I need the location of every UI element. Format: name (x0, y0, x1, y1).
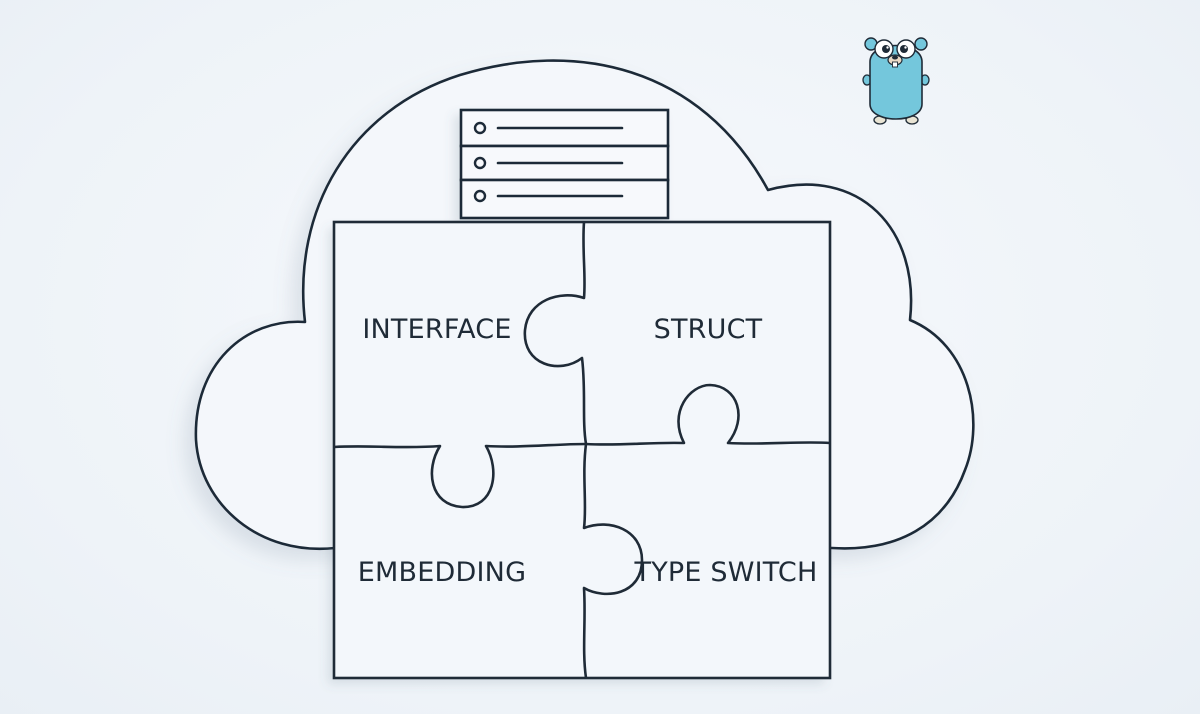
puzzle-seam-right (585, 383, 831, 446)
puzzle-seam-bottom (582, 443, 644, 679)
puzzle-frame (332, 220, 832, 680)
puzzle-seam-left (333, 442, 587, 509)
go-gopher-icon (862, 37, 930, 125)
piece-label-struct: STRUCT (654, 314, 763, 345)
piece-label-type-switch: TYPE SWITCH (634, 557, 818, 588)
puzzle-seam-top (523, 221, 588, 445)
server-rack-icon (459, 108, 670, 220)
puzzle-board (334, 222, 830, 678)
piece-label-embedding: EMBEDDING (358, 557, 526, 588)
piece-label-interface: INTERFACE (362, 314, 511, 345)
